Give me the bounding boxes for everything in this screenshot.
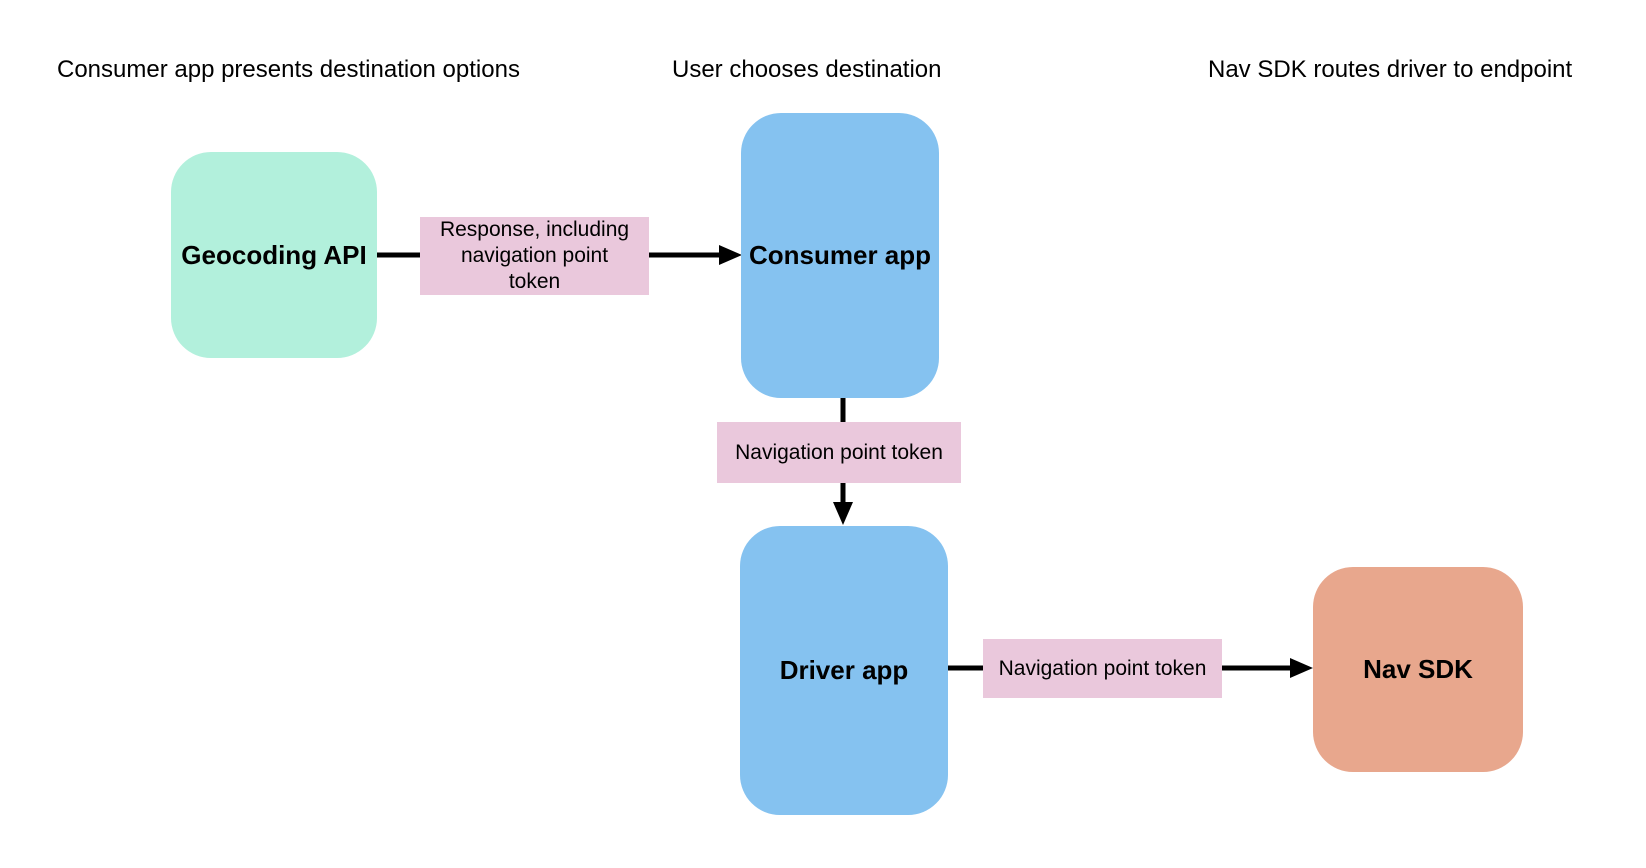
edge-label-navigation-point-token-horizontal: Navigation point token bbox=[983, 639, 1222, 698]
node-nav-sdk-label: Nav SDK bbox=[1363, 654, 1473, 684]
stage-heading-navsdk-routes: Nav SDK routes driver to endpoint bbox=[1208, 56, 1573, 83]
arrowhead-icon bbox=[1290, 658, 1313, 678]
node-geocoding-api-label: Geocoding API bbox=[181, 239, 367, 270]
arrowhead-icon bbox=[719, 245, 742, 265]
node-driver-app-label: Driver app bbox=[779, 655, 909, 685]
arrowhead-icon bbox=[833, 502, 853, 525]
node-driver-app: Driver app bbox=[740, 526, 948, 815]
node-nav-sdk: Nav SDK bbox=[1313, 567, 1523, 772]
node-consumer-app-label: Consumer app bbox=[748, 240, 932, 270]
node-consumer-app: Consumer app bbox=[741, 113, 939, 398]
edge-label-navigation-point-token-vertical: Navigation point token bbox=[717, 422, 961, 483]
stage-heading-consumer-presents: Consumer app presents destination option… bbox=[57, 56, 520, 83]
node-geocoding-api: Geocoding API bbox=[171, 152, 377, 358]
stage-heading-user-chooses: User chooses destination bbox=[672, 56, 942, 83]
edge-label-response-including-token: Response, including navigation point tok… bbox=[420, 217, 649, 295]
